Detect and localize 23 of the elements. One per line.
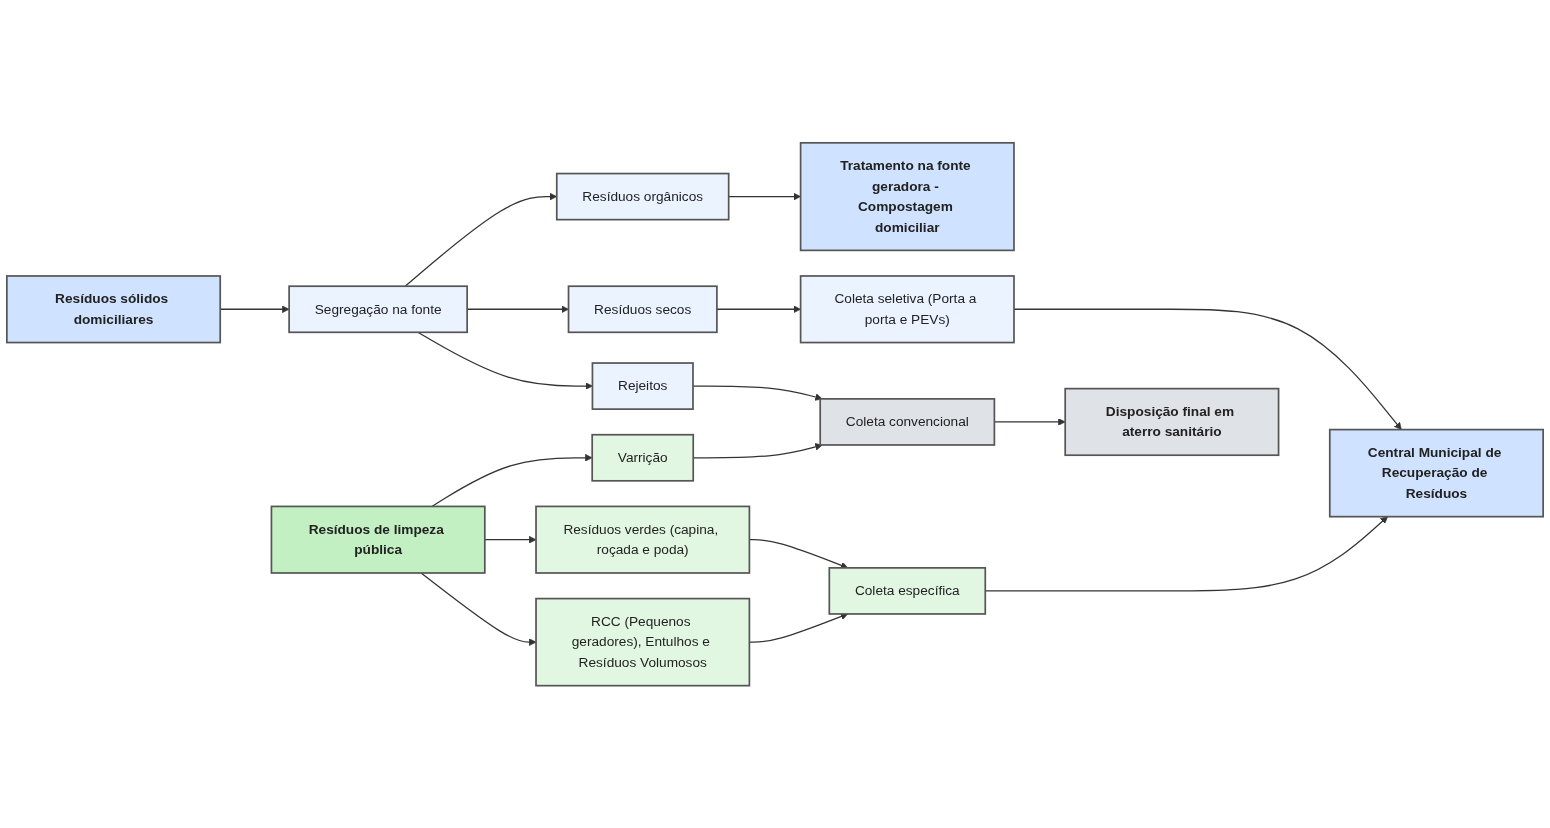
node-box: Coleta seletiva (Porta a porta e PEVs) [799, 274, 1015, 344]
node-box: Resíduos secos [567, 285, 718, 333]
node-box: Disposição final em aterro sanitário [1064, 387, 1280, 456]
arrow [431, 453, 593, 507]
arrow [420, 572, 537, 646]
node-box: Tratamento na fonte geradora - Compostagem domiciliar [799, 141, 1015, 251]
arrow [728, 192, 801, 201]
node-box: Varrição [591, 433, 695, 482]
node-box: Resíduos de limpeza pública [270, 505, 486, 574]
arrow [484, 535, 537, 544]
arrow [1013, 308, 1402, 430]
arrow [692, 385, 823, 401]
node-box: RCC (Pequenos geradores), Entulhos e Resíduos Volumosos [535, 597, 751, 687]
arrow [716, 305, 801, 313]
node-box: Rejeitos [591, 361, 694, 410]
node-box: Segregação na fonte [288, 285, 468, 333]
node-box: Coleta convencional [819, 397, 996, 446]
node-box: Central Municipal de Recuperação de Resíduos [1328, 428, 1544, 518]
arrow [417, 331, 593, 390]
node-box: Coleta específica [828, 566, 987, 615]
node-box: Resíduos orgânicos [555, 172, 730, 221]
node-box: Resíduos verdes (capina, roçada e poda) [535, 505, 751, 574]
node-box: Resíduos sólidos domiciliares [6, 274, 222, 344]
